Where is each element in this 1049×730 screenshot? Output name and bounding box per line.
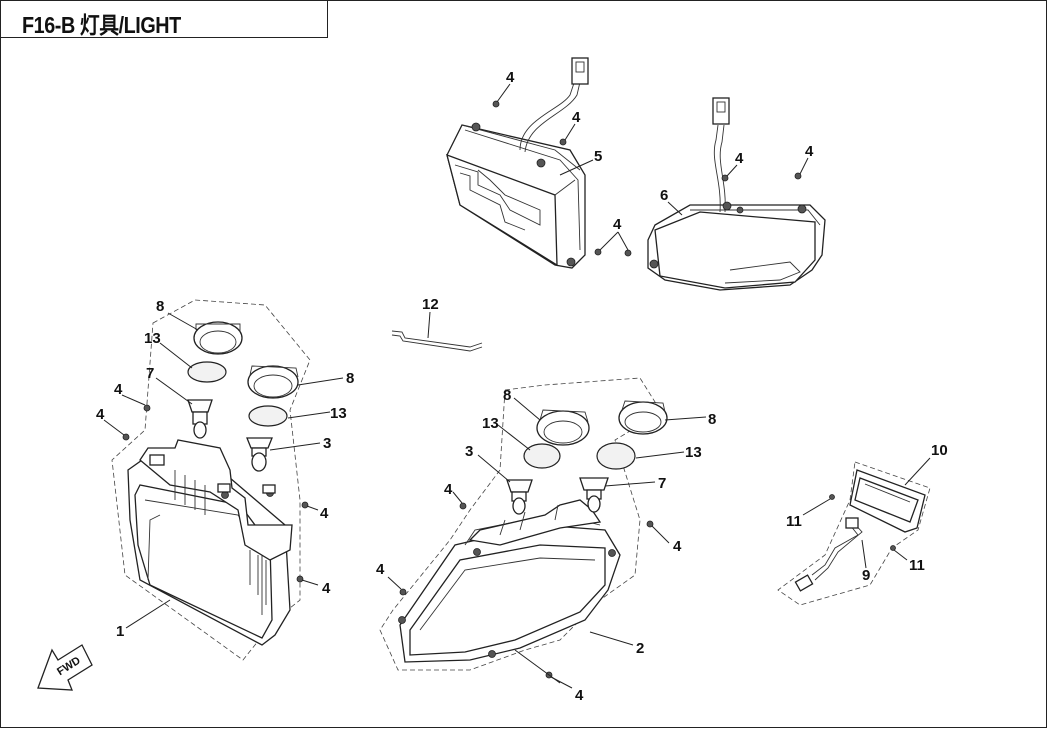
callout-4: 4 <box>735 150 744 167</box>
page-title: F16-B 灯具/LIGHT <box>22 12 181 38</box>
fwd-direction-arrow: FWD <box>37 644 93 691</box>
callout-2: 2 <box>636 640 644 657</box>
callout-4: 4 <box>572 109 581 126</box>
callout-11: 11 <box>786 513 802 530</box>
right-ring-8c <box>536 409 590 446</box>
callout-12: 12 <box>422 296 439 313</box>
callout-4: 4 <box>575 687 584 704</box>
callout-11: 11 <box>909 557 925 574</box>
callout-3: 3 <box>465 443 473 460</box>
callout-1: 1 <box>116 623 124 640</box>
right-ring-8d <box>618 400 668 435</box>
callout-4: 4 <box>114 381 123 398</box>
callout-4: 4 <box>444 481 453 498</box>
group-outline-left <box>111 299 311 661</box>
callout-8: 8 <box>346 370 354 387</box>
callout-4: 4 <box>805 143 814 160</box>
callout-4: 4 <box>673 538 682 555</box>
rod-12 <box>391 330 483 352</box>
left-lens-13a <box>187 361 227 383</box>
lamp-assembly-6 <box>647 97 826 291</box>
callout-7: 7 <box>146 365 154 382</box>
right-bulb-3 <box>506 479 533 515</box>
group-outline-right <box>379 377 661 671</box>
callout-4: 4 <box>322 580 331 597</box>
wire-harness-9 <box>794 517 863 592</box>
callout-8: 8 <box>503 387 511 404</box>
callout-4: 4 <box>506 69 515 86</box>
headlight-assembly-2 <box>398 499 621 663</box>
callout-8: 8 <box>156 298 164 315</box>
callout-4: 4 <box>613 216 622 233</box>
callout-6: 6 <box>660 187 668 204</box>
lamp-assembly-5 <box>446 57 589 269</box>
left-ring-8a <box>193 321 243 355</box>
callout-13: 13 <box>144 330 161 347</box>
group-outline-tail <box>777 461 931 606</box>
callout-7: 7 <box>658 475 666 492</box>
callout-4: 4 <box>376 561 385 578</box>
callout-13: 13 <box>482 415 499 432</box>
left-lens-13b <box>248 405 288 427</box>
left-bulb-7 <box>187 399 213 439</box>
title-box: F16-B 灯具/LIGHT <box>0 0 328 38</box>
left-bulb-3 <box>246 437 273 472</box>
callout-10: 10 <box>931 442 948 459</box>
right-lens-13c <box>523 443 561 469</box>
leader-lines <box>103 83 931 689</box>
callout-5: 5 <box>594 148 602 165</box>
left-ring-8b <box>247 365 299 399</box>
callout-3: 3 <box>323 435 331 452</box>
callout-4: 4 <box>320 505 329 522</box>
callout-13: 13 <box>685 444 702 461</box>
callout-9: 9 <box>862 567 870 584</box>
callout-4: 4 <box>96 406 105 423</box>
tail-light-10 <box>849 469 926 533</box>
callout-8: 8 <box>708 411 716 428</box>
headlight-assembly-1 <box>127 439 293 646</box>
right-bulb-7 <box>579 477 609 513</box>
callout-13: 13 <box>330 405 347 422</box>
right-lens-13d <box>596 442 636 470</box>
callout-numbers: 4 4 5 4 4 6 4 12 8 13 7 8 13 3 4 4 4 4 1… <box>96 69 948 704</box>
